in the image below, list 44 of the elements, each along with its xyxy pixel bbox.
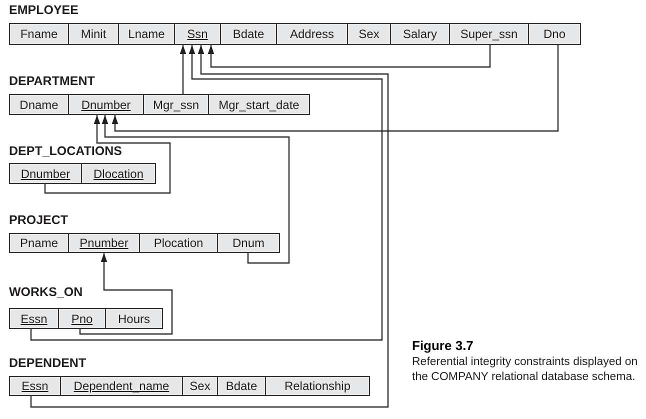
- foreign-key-arrow: [44, 115, 171, 194]
- attribute-cell: Relationship: [265, 376, 370, 396]
- attribute-cell: Dno: [528, 23, 581, 45]
- foreign-key-arrow: [30, 45, 383, 341]
- foreign-key-arrow: [208, 45, 491, 68]
- key-attribute-cell: Essn: [9, 376, 61, 396]
- table-name: DEPARTMENT: [9, 74, 95, 88]
- key-attribute-cell: Dnumber: [9, 163, 82, 184]
- key-attribute-cell: Dlocation: [81, 163, 156, 184]
- attribute-cell: Super_ssn: [449, 23, 529, 45]
- table-name: DEPT_LOCATIONS: [9, 144, 122, 158]
- figure-caption: Referential integrity constraints displayed on the COMPANY relational database schema.: [412, 355, 639, 385]
- foreign-key-arrow: [30, 45, 389, 408]
- key-attribute-cell: Pnumber: [68, 233, 140, 253]
- key-attribute-cell: Dependent_name: [60, 376, 183, 396]
- attribute-cell: Bdate: [220, 23, 277, 45]
- foreign-key-arrow: [79, 253, 173, 335]
- key-attribute-cell: Ssn: [174, 23, 221, 45]
- figure-number: Figure 3.7: [412, 338, 474, 353]
- table-name: PROJECT: [9, 213, 68, 227]
- attribute-cell: Sex: [347, 23, 391, 45]
- attribute-cell: Pname: [9, 233, 69, 253]
- key-attribute-cell: Dnumber: [68, 94, 144, 115]
- attribute-cell: Lname: [118, 23, 175, 45]
- attribute-cell: Mgr_start_date: [208, 94, 310, 115]
- attribute-cell: Dnum: [217, 233, 280, 253]
- table-name: DEPENDENT: [9, 356, 86, 370]
- attribute-cell: Plocation: [139, 233, 218, 253]
- attribute-cell: Hours: [105, 308, 163, 329]
- attribute-cell: Dname: [9, 94, 69, 115]
- table-name: EMPLOYEE: [9, 3, 78, 17]
- attribute-cell: Bdate: [217, 376, 266, 396]
- attribute-cell: Address: [276, 23, 348, 45]
- foreign-key-arrow: [112, 45, 559, 132]
- foreign-key-arrow: [102, 115, 290, 264]
- attribute-cell: Fname: [9, 23, 69, 45]
- table-name: WORKS_ON: [9, 285, 83, 299]
- key-attribute-cell: Pno: [58, 308, 106, 329]
- attribute-cell: Salary: [390, 23, 450, 45]
- attribute-cell: Sex: [182, 376, 218, 396]
- key-attribute-cell: Essn: [9, 308, 59, 329]
- attribute-cell: Mgr_ssn: [143, 94, 209, 115]
- attribute-cell: Minit: [68, 23, 119, 45]
- foreign-key-arrow: [180, 45, 186, 94]
